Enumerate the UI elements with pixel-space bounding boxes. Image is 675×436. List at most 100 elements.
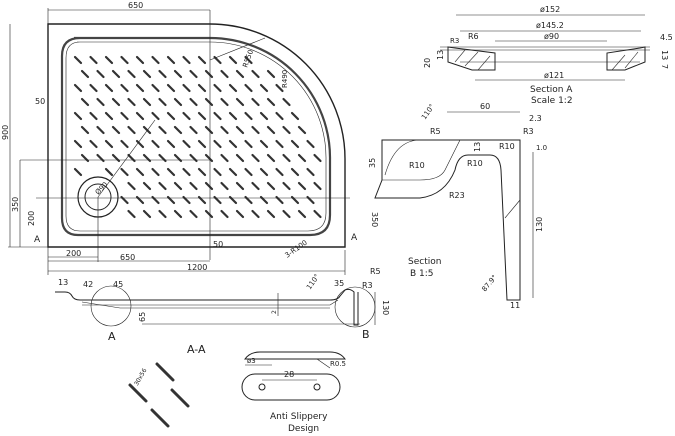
anti-slip-slot [235,181,245,191]
anti-slip-slot [275,111,284,121]
anti-slip-slot [142,181,152,191]
anti-slip-peg [170,388,190,408]
anti-slip-slot [120,83,129,93]
anti-slip-slot [104,111,114,121]
anti-slip-slot [182,83,191,93]
anti-slip-slot [306,139,315,149]
anti-slip-slot [158,97,167,107]
dim-label: 130 [381,300,390,315]
anti-slip-slot [275,83,284,93]
anti-slip-slot [127,181,136,191]
anti-slip-slot [251,181,260,191]
anti-slip-slot [142,125,152,135]
anti-slip-slot [189,125,198,135]
dim-label: 50 [213,240,223,249]
anti-slip-slot [228,111,238,121]
dim-label: 45 [113,280,123,289]
anti-slip-slot [166,167,176,177]
anti-slip-slot [120,55,129,65]
anti-slip-slot [89,111,98,121]
section-marker: A [34,235,41,245]
anti-slip-slot [189,209,198,219]
dim-label: 4.5 [660,33,673,42]
anti-slip-slot [142,97,152,107]
plan-view: 650 900 50 350 200 A A 350 R550 R490 Ø90… [1,1,379,275]
anti-slip-slot [228,55,238,65]
anti-slip-slot [173,97,183,107]
anti-slip-slot [297,125,307,135]
dim-label: 13 [473,142,482,152]
dim-label: R10 [499,142,515,151]
dim-label: R0.5 [330,360,346,368]
anti-slip-peg [128,383,148,403]
dim-label: 60 [480,102,490,111]
anti-slip-slot [228,83,238,93]
anti-slip-slot [282,209,291,219]
anti-slip-slot [235,209,245,219]
anti-slip-slot [182,167,191,177]
anti-slip-slot [204,69,214,79]
anti-slip-slot [213,83,222,93]
anti-slip-slot [220,153,229,163]
section-scale: Scale 1:2 [531,96,573,106]
anti-slip-slot [306,167,315,177]
dim-label: 1200 [187,263,207,272]
dim-label: R550 [241,49,255,69]
anti-slip-slot [297,209,307,219]
anti-slip-slot [213,111,222,121]
anti-slip-peg [155,362,175,382]
dim-label: ø90 [544,32,559,41]
anti-slip-slot [73,83,83,93]
anti-slip-slot [244,83,253,93]
dim-label: 350 [370,212,379,227]
dim-label: R3 [523,127,534,136]
dim-label: R3 [450,37,459,45]
anti-slip-slot [235,125,245,135]
anti-slip-slot [313,209,322,219]
anti-slip-slot [220,209,229,219]
section-title: A-A [187,343,206,356]
anti-slip-slot [251,125,260,135]
anti-slip-slot [104,55,114,65]
anti-slip-slot [189,69,198,79]
dim-label: ø145.2 [536,21,564,30]
anti-slip-slot [73,139,83,149]
dim-label: 200 [66,249,81,258]
anti-slip-slot [166,111,176,121]
dim-label: 110° [305,273,321,291]
dim-label: 7 [660,64,669,69]
anti-slip-slot [166,83,176,93]
slot-outline [241,373,341,401]
dim-label: 13 [660,50,669,60]
anti-slip-slot [173,209,183,219]
anti-slip-slot [73,167,83,177]
anti-slip-slot [259,167,269,177]
anti-slip-slot [151,111,160,121]
anti-slip-peg [150,408,170,428]
tray-basin [60,36,332,237]
anti-slip-slot [96,69,105,79]
anti-slip-slot [244,167,253,177]
dim-label: R10 [467,159,483,168]
anti-slip-slot [182,55,191,65]
section-title: Section A [530,85,573,95]
dim-label: 35 [334,279,344,288]
anti-slip-slot [111,97,121,107]
dim-label: 130 [535,217,544,232]
anti-slip-slot [89,83,98,93]
anti-slip-slot [135,83,145,93]
dim-label: 2.3 [529,114,542,123]
dim-label: 20 [423,58,432,68]
section-scale: B 1:5 [410,269,434,279]
dim-label: 87.9° [480,274,498,294]
anti-slip-slot [220,181,229,191]
dim-label: R5 [370,267,381,276]
anti-slip-slot [127,209,136,219]
anti-slip-slot [228,139,238,149]
anti-slip-slot [158,125,167,135]
anti-slip-detail: ø3 R0.5 28 30x56 Anti Slippery Design [128,351,346,434]
dim-label: 28 [284,370,294,379]
anti-slip-slot [259,139,269,149]
section-a-a: 13 42 45 65 2 110° 35 R5 R3 130 A B A-A [55,267,390,356]
